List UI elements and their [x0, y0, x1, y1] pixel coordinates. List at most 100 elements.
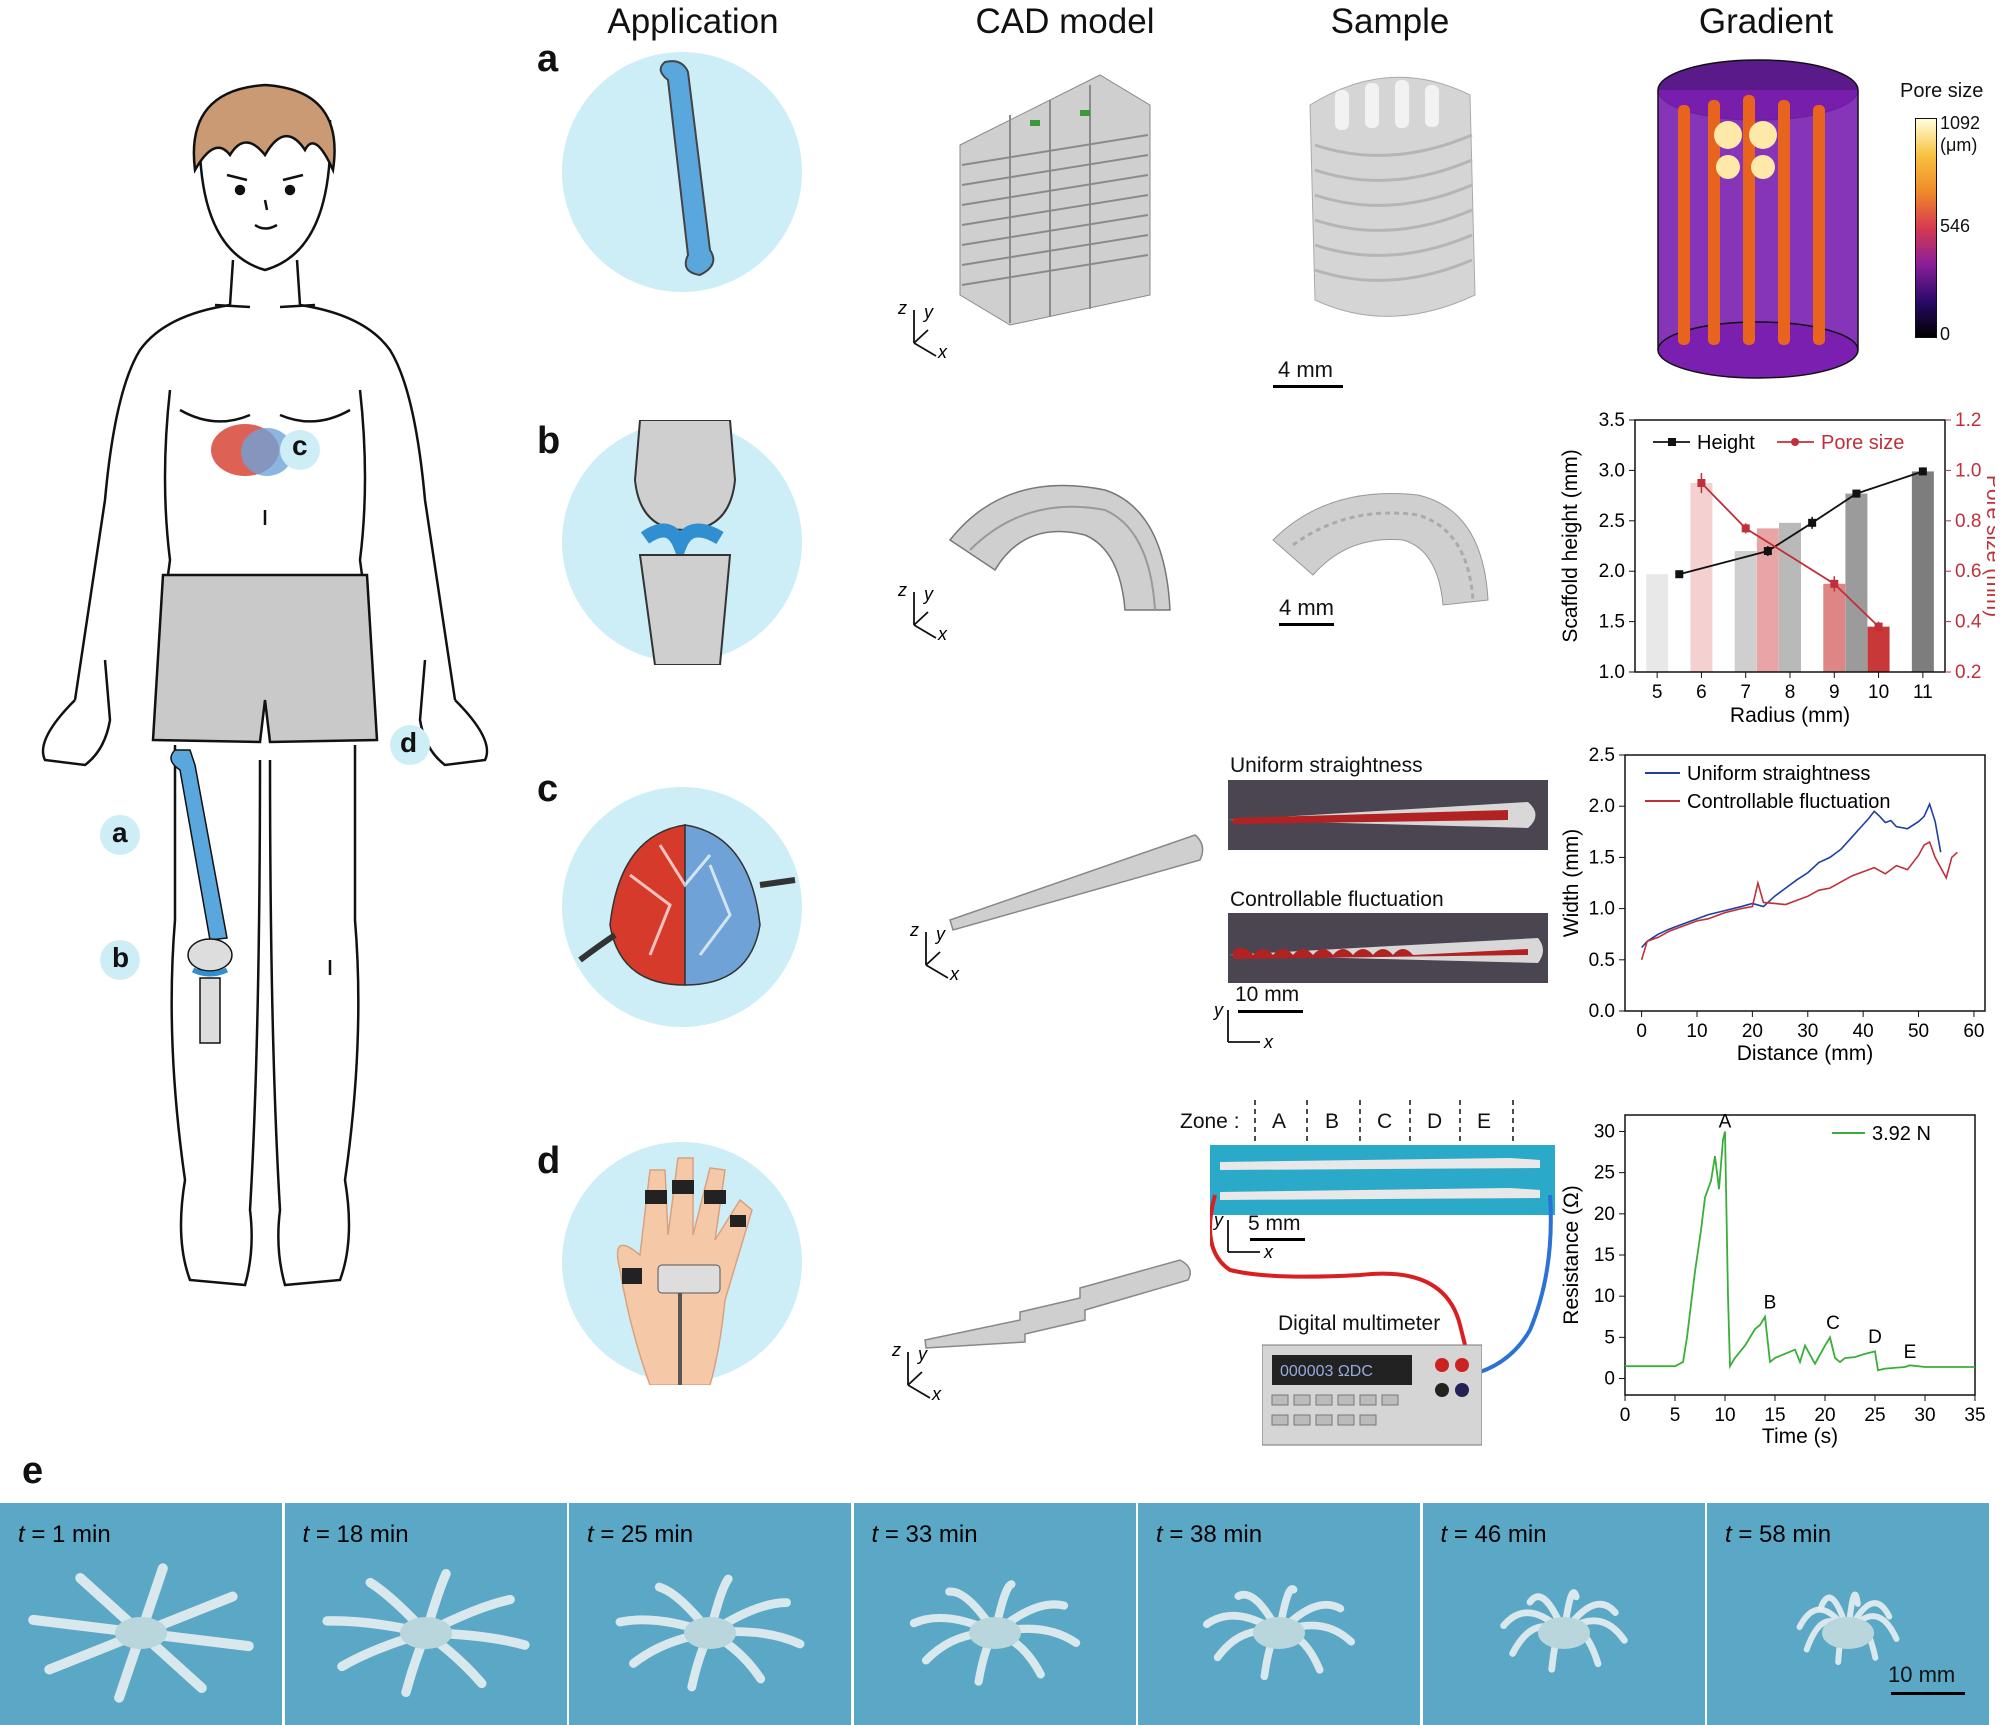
y-axis-label: Scaffold height (mm) — [1559, 449, 1582, 642]
legend-marker-height — [1668, 438, 1676, 446]
y-tick-label: 5 — [1604, 1327, 1615, 1348]
legend-label-height: Height — [1697, 432, 1755, 454]
bar-1 — [1690, 483, 1713, 672]
y2-tick-label: 1.0 — [1955, 460, 1981, 481]
header-gradient: Gradient — [1698, 2, 1834, 41]
axes-yx-c: y x — [1212, 1000, 1274, 1052]
body-label-a-text: a — [112, 817, 128, 848]
x-tick-label: 0 — [1620, 1405, 1631, 1426]
multimeter-illustration: 000003 ΩDC — [1262, 1344, 1482, 1446]
multimeter-label: Digital multimeter — [1278, 1312, 1441, 1335]
zone-D: D — [1427, 1110, 1443, 1133]
photo-fluctuation-label: Controllable fluctuation — [1230, 888, 1444, 911]
data-point — [1808, 518, 1817, 527]
body-label-b-text: b — [112, 942, 130, 973]
x-tick-label: 35 — [1964, 1405, 1985, 1426]
panel-label-e: e — [22, 1450, 44, 1492]
body-label-d — [390, 725, 430, 765]
scale-bar-c — [1238, 1010, 1303, 1013]
x-tick-label: 0 — [1636, 1021, 1647, 1042]
svg-text:z: z — [909, 920, 919, 940]
series-line-0 — [1641, 801, 1942, 949]
data-point — [1918, 467, 1927, 476]
panel-label-d: d — [537, 1140, 561, 1182]
photo-caption: t = 38 min — [1156, 1521, 1263, 1548]
axes-triad-c: z y x — [909, 920, 960, 984]
header-cad-model: CAD model — [975, 2, 1155, 41]
x-tick-label: 9 — [1829, 682, 1840, 703]
application-liver-vessels — [562, 787, 802, 1027]
colorbar-unit: (μm) — [1940, 135, 1978, 155]
y2-tick-label: 0.8 — [1955, 511, 1981, 532]
colorbar — [1915, 118, 1937, 338]
x-tick-label: 7 — [1740, 682, 1751, 703]
photo-caption: t = 25 min — [587, 1521, 694, 1548]
svg-text:y: y — [934, 924, 946, 944]
x-tick-label: 10 — [1868, 682, 1889, 703]
y-tick-label: 30 — [1594, 1121, 1615, 1142]
y-tick-label: 1.0 — [1599, 662, 1625, 683]
y-tick-label: 2.0 — [1599, 561, 1625, 582]
svg-text:000003 ΩDC: 000003 ΩDC — [1280, 1363, 1373, 1380]
photo-caption: t = 46 min — [1440, 1521, 1547, 1548]
bar-6 — [1845, 493, 1868, 672]
svg-text:z: z — [897, 298, 907, 318]
photo-frame-3: t = 25 min — [569, 1503, 851, 1725]
photo-caption: t = 33 min — [871, 1521, 978, 1548]
legend-marker-pore — [1791, 438, 1799, 446]
zone-label: Zone : — [1180, 1110, 1240, 1133]
y-tick-label: 0.0 — [1589, 1001, 1615, 1022]
bar-8 — [1911, 471, 1934, 672]
gripper-center — [968, 1617, 1021, 1649]
sample-arc-photo — [1272, 492, 1489, 606]
starfish-gripper — [1202, 1585, 1356, 1681]
y2-axis-label: Pore size (mm) — [1982, 475, 1995, 617]
y-axis-label: Width (mm) — [1560, 829, 1583, 938]
axes-triad-a: z y x — [897, 298, 948, 362]
x-tick-label: 10 — [1714, 1405, 1735, 1426]
x-tick-label: 60 — [1963, 1021, 1984, 1042]
x-tick-label: 30 — [1797, 1021, 1818, 1042]
svg-text:x: x — [949, 964, 960, 984]
axes-triad-b: z y x — [897, 580, 948, 644]
application-femur — [562, 52, 802, 292]
svg-text:x: x — [1263, 1242, 1274, 1262]
legend-label-fluctuation: Controllable fluctuation — [1687, 791, 1890, 813]
x-tick-label: 5 — [1670, 1405, 1681, 1426]
bar-0 — [1646, 574, 1669, 672]
scale-bar-a-label: 4 mm — [1278, 357, 1333, 382]
panel-label-a: a — [537, 38, 559, 80]
data-point — [1852, 489, 1861, 498]
y-tick-label: 2.0 — [1589, 796, 1615, 817]
photo-frame-6: t = 46 min — [1422, 1503, 1705, 1725]
x-tick-label: 20 — [1742, 1021, 1763, 1042]
zone-E: E — [1477, 1110, 1492, 1133]
peak-label-E: E — [1904, 1342, 1917, 1363]
gripper-center — [684, 1617, 736, 1649]
starfish-gripper — [1499, 1589, 1628, 1673]
y-tick-label: 1.5 — [1589, 847, 1615, 868]
legend-label-uniform: Uniform straightness — [1687, 763, 1870, 785]
zone-C: C — [1377, 1110, 1393, 1133]
y2-tick-label: 1.2 — [1955, 410, 1981, 431]
bar-4 — [1779, 522, 1801, 672]
svg-text:y: y — [1212, 1000, 1224, 1020]
svg-text:x: x — [937, 624, 948, 644]
svg-text:y: y — [916, 1344, 928, 1364]
axes-yx-d: y x — [1212, 1210, 1274, 1262]
data-point — [1874, 622, 1883, 631]
x-tick-label: 8 — [1785, 682, 1796, 703]
cad-model-stepped-tube — [924, 1259, 1191, 1349]
panel-label-c: c — [537, 768, 559, 810]
peak-label-A: A — [1719, 1111, 1732, 1132]
body-label-a — [100, 815, 140, 855]
starfish-gripper — [1796, 1591, 1900, 1666]
gripper-center — [399, 1617, 452, 1649]
header-application: Application — [607, 2, 779, 41]
x-tick-label: 15 — [1764, 1405, 1785, 1426]
peak-label-C: C — [1826, 1313, 1840, 1334]
scale-bar-c-label: 10 mm — [1235, 983, 1300, 1006]
y-tick-label: 1.0 — [1589, 899, 1615, 920]
photo-frame-2: t = 18 min — [284, 1503, 567, 1725]
